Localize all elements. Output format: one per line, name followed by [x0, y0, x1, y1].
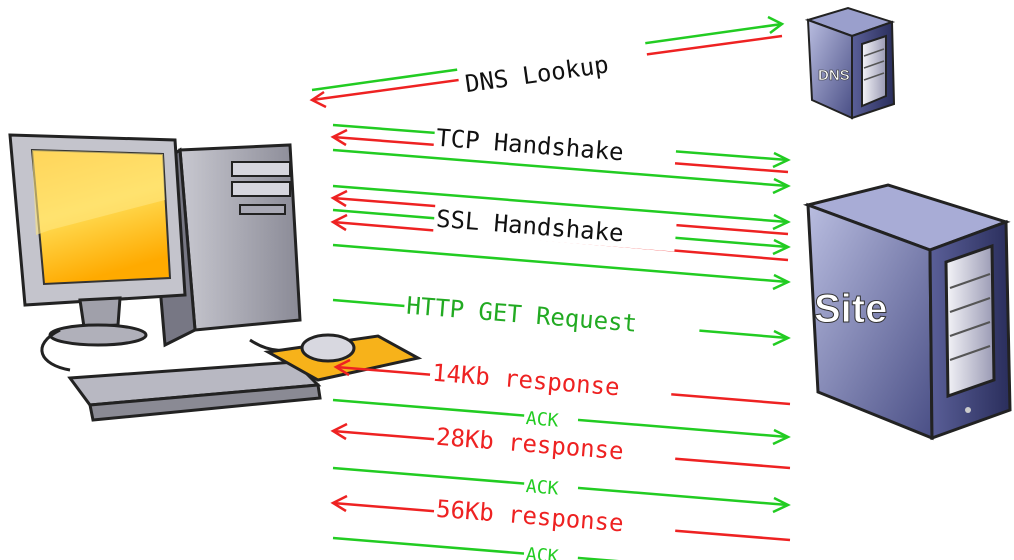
label-ssl-handshake: SSL Handshake — [435, 205, 624, 248]
label-56kb-response: 56Kb response — [435, 495, 624, 538]
message-labels: DNS Lookup TCP Handshake SSL Handshake H… — [403, 38, 701, 560]
label-ack-1: ACK — [525, 408, 559, 431]
label-14kb-response: 14Kb response — [431, 359, 620, 402]
label-ack-3: ACK — [525, 544, 559, 560]
label-ack-2: ACK — [525, 476, 559, 499]
dns-server-icon — [804, 6, 896, 120]
dns-server-label: DNS — [818, 67, 850, 84]
label-28kb-response: 28Kb response — [435, 423, 624, 466]
site-server-icon — [802, 183, 1012, 441]
site-server-label: Site — [814, 287, 887, 331]
desktop-computer-icon — [8, 133, 423, 422]
